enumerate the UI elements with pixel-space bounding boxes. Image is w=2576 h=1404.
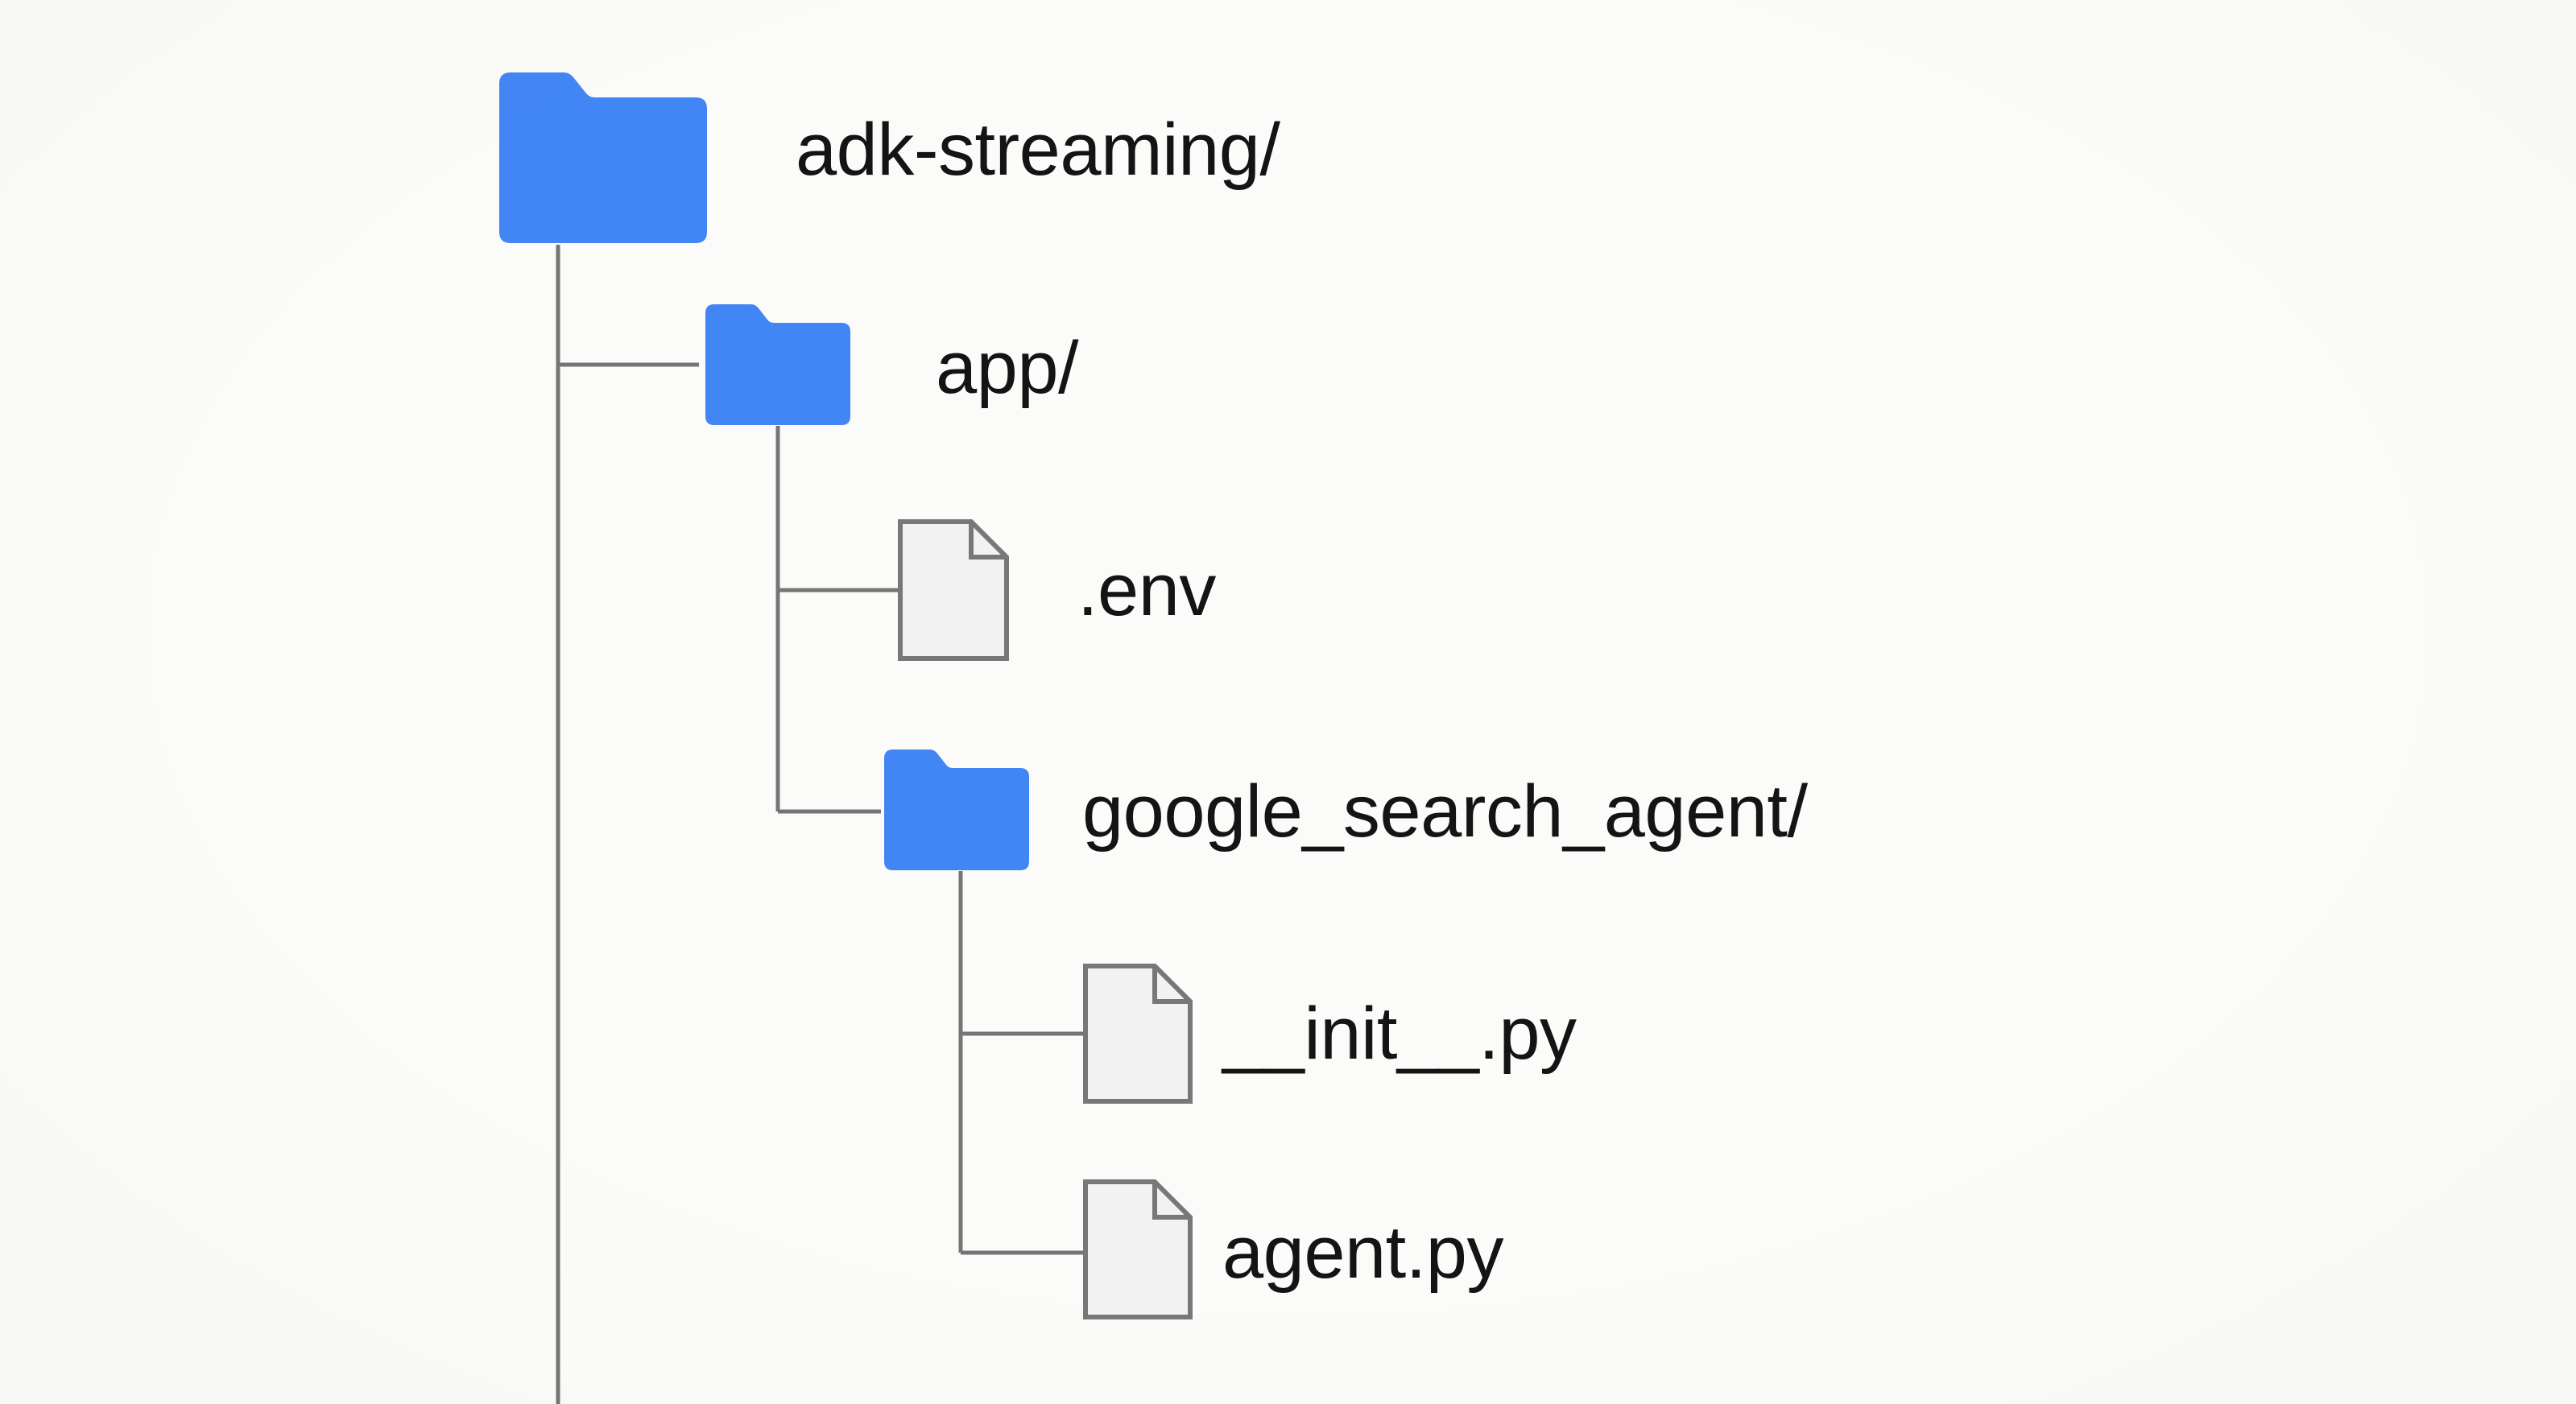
node-label-agent-py: agent.py (1222, 1212, 1503, 1294)
node-label-init-py: __init__.py (1222, 993, 1577, 1075)
folder-icon[interactable] (488, 71, 718, 245)
folder-icon[interactable] (878, 749, 1036, 871)
file-icon[interactable] (1082, 1179, 1195, 1320)
folder-icon[interactable] (697, 304, 858, 426)
node-label-app: app/ (936, 327, 1079, 409)
node-label-google-search-agent: google_search_agent/ (1082, 770, 1808, 853)
file-icon[interactable] (897, 518, 1011, 662)
node-label-env: .env (1077, 549, 1216, 631)
file-icon[interactable] (1082, 963, 1195, 1105)
node-label-adk-streaming: adk-streaming/ (796, 109, 1280, 191)
